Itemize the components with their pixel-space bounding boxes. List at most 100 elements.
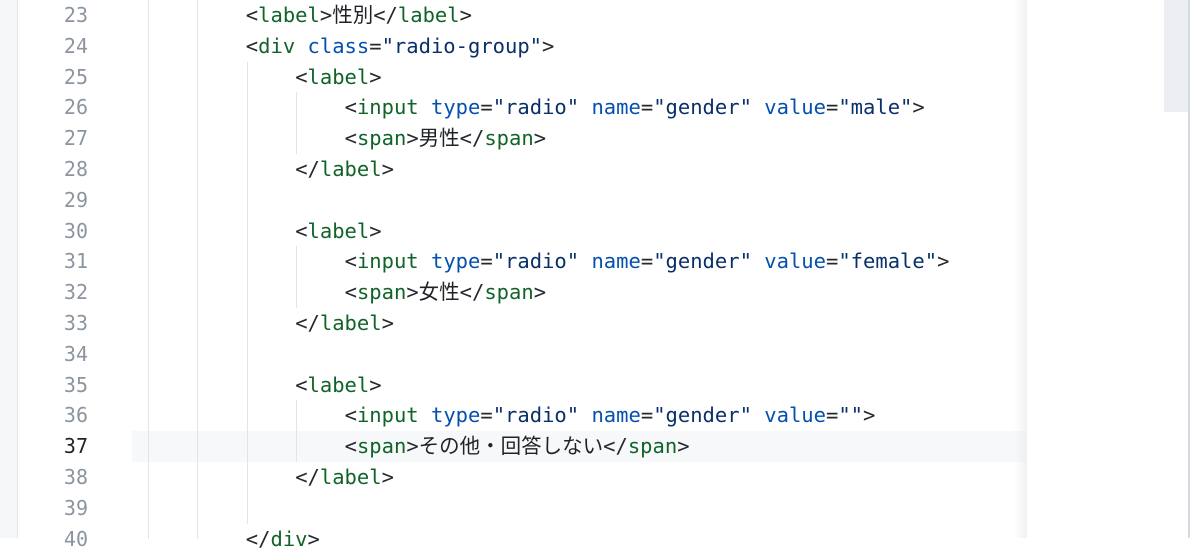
- punctuation-token: =: [826, 403, 839, 428]
- tag-token: input: [356, 249, 419, 274]
- text-token: 男性: [418, 126, 460, 151]
- tag-token: div: [258, 33, 296, 58]
- code-line[interactable]: <input type="radio" name="gender" value=…: [345, 92, 925, 123]
- line-number: 40: [63, 526, 88, 551]
- punctuation-token: [579, 95, 591, 119]
- scrollbar-thumb[interactable]: [1164, 0, 1188, 112]
- punctuation-token: >: [406, 126, 419, 151]
- text-token: 女性: [418, 280, 460, 305]
- punctuation-token: =: [369, 33, 382, 58]
- punctuation-token: [752, 403, 764, 427]
- line-number: 39: [63, 495, 88, 520]
- code-line[interactable]: <div class="radio-group">: [246, 31, 555, 62]
- attr-token: type: [431, 403, 481, 428]
- punctuation-token: >: [459, 3, 472, 27]
- value-token: "radio": [492, 403, 580, 428]
- attr-token: name: [591, 249, 641, 274]
- minimap-panel: [1027, 0, 1188, 538]
- line-number: 35: [63, 372, 88, 397]
- value-token: "gender": [653, 249, 752, 274]
- tag-token: input: [356, 403, 419, 428]
- code-line[interactable]: <label>: [295, 216, 381, 247]
- code-line[interactable]: </label>: [295, 308, 394, 339]
- punctuation-token: >: [533, 280, 547, 305]
- value-token: "": [838, 403, 864, 428]
- code-line[interactable]: <input type="radio" name="gender" value=…: [345, 246, 950, 277]
- indent-guide: [247, 61, 248, 524]
- line-number: 30: [63, 218, 88, 243]
- tag-token: div: [270, 526, 308, 551]
- punctuation-token: </: [245, 526, 271, 551]
- code-line[interactable]: <input type="radio" name="gender" value=…: [345, 400, 876, 431]
- tag-token: input: [356, 95, 419, 120]
- punctuation-token: </: [295, 465, 320, 489]
- line-number: 33: [63, 311, 88, 335]
- line-number: 37: [63, 434, 88, 459]
- punctuation-token: =: [826, 249, 839, 274]
- indent-guide: [148, 0, 149, 539]
- value-token: "female": [838, 249, 938, 274]
- attr-token: name: [591, 95, 641, 120]
- punctuation-token: </: [603, 434, 628, 459]
- punctuation-token: [752, 249, 764, 273]
- line-number: 23: [63, 3, 88, 27]
- tag-token: span: [356, 280, 407, 305]
- code-line[interactable]: <span>女性</span>: [345, 277, 546, 308]
- punctuation-token: =: [640, 249, 654, 274]
- punctuation-token: [579, 249, 591, 273]
- code-line[interactable]: <label>: [295, 62, 381, 93]
- punctuation-token: >: [533, 126, 547, 151]
- line-number: 36: [63, 403, 88, 428]
- line-number: 34: [63, 341, 88, 366]
- punctuation-token: =: [480, 403, 493, 428]
- code-line[interactable]: </div>: [246, 524, 320, 555]
- punctuation-token: =: [640, 403, 654, 428]
- tag-token: label: [397, 3, 460, 27]
- punctuation-token: >: [937, 249, 950, 274]
- punctuation-token: >: [863, 403, 876, 428]
- value-token: "radio-group": [381, 33, 543, 58]
- punctuation-token: =: [640, 95, 654, 120]
- punctuation-token: >: [307, 526, 320, 551]
- value-token: "radio": [492, 249, 580, 274]
- punctuation-token: <: [295, 64, 308, 89]
- punctuation-token: [295, 34, 307, 58]
- punctuation-token: >: [542, 33, 555, 58]
- line-number: 24: [63, 33, 88, 58]
- indent-guide: [296, 92, 297, 154]
- code-line[interactable]: <label>性別</label>: [246, 0, 472, 31]
- punctuation-token: >: [381, 157, 394, 181]
- code-line[interactable]: <span>その他・回答しない</span>: [345, 431, 690, 462]
- code-line[interactable]: <label>: [295, 370, 381, 401]
- punctuation-token: >: [406, 280, 419, 305]
- tag-token: label: [319, 157, 382, 181]
- tag-token: label: [319, 465, 382, 489]
- code-line[interactable]: </label>: [295, 462, 394, 493]
- tag-token: label: [307, 218, 370, 243]
- current-line-highlight: [132, 431, 1026, 462]
- tag-token: label: [258, 3, 320, 27]
- punctuation-token: </: [295, 157, 320, 181]
- code-line[interactable]: </label>: [295, 154, 394, 185]
- punctuation-token: <: [344, 249, 357, 274]
- code-line[interactable]: <span>男性</span>: [345, 123, 546, 154]
- line-number: 38: [63, 465, 88, 489]
- line-number: 31: [63, 249, 88, 274]
- punctuation-token: =: [480, 95, 493, 120]
- punctuation-token: [752, 95, 764, 119]
- line-number: 25: [63, 64, 88, 89]
- tag-token: span: [356, 434, 407, 459]
- punctuation-token: >: [381, 465, 394, 489]
- punctuation-token: </: [459, 126, 485, 151]
- punctuation-token: <: [344, 403, 357, 428]
- attr-token: type: [431, 249, 481, 274]
- minimap-shadow: [1014, 0, 1027, 538]
- punctuation-token: [419, 403, 431, 427]
- punctuation-token: >: [406, 434, 419, 459]
- scrollbar-track-border: [1188, 0, 1190, 538]
- punctuation-token: >: [319, 3, 333, 27]
- tag-token: span: [484, 126, 534, 151]
- punctuation-token: <: [245, 3, 259, 27]
